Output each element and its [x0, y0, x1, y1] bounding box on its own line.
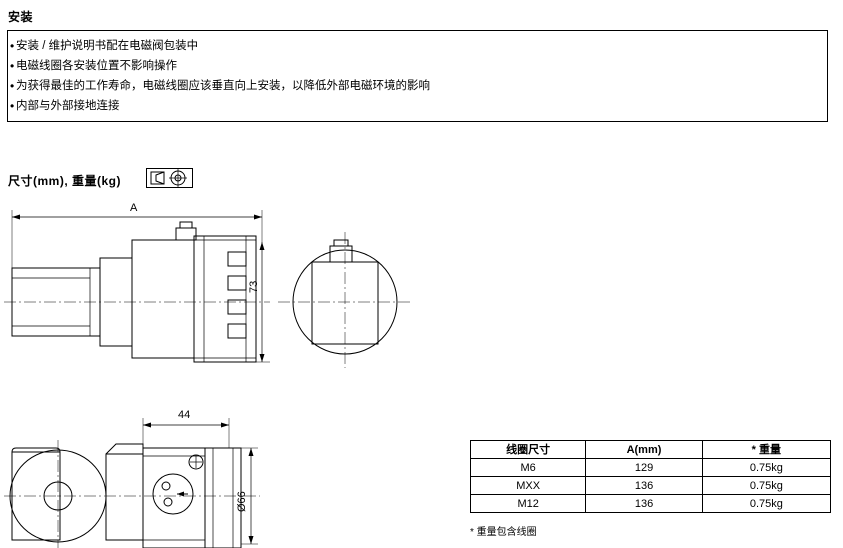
install-notes-box: 安装 / 维护说明书配在电磁阀包装中 电磁线圈各安装位置不影响操作 为获得最佳的… [7, 30, 828, 122]
table-cell: 136 [585, 476, 703, 495]
table-cell: 0.75kg [701, 494, 832, 513]
table-cell: 129 [585, 458, 703, 477]
list-item: 为获得最佳的工作寿命，电磁线圈应该垂直向上安装，以降低外部电磁环境的影响 [8, 76, 827, 96]
table-row: M12 136 0.75kg [469, 494, 832, 513]
table-header-cell: A(mm) [585, 440, 703, 459]
dim-label-diameter-66: Ø66 [236, 491, 248, 512]
dim-label-a: A [130, 202, 138, 214]
dimensions-table: 线圈尺寸 A(mm) * 重量 M6 129 0.75kg MXX 136 0.… [469, 440, 832, 513]
install-section-title: 安装 [8, 10, 34, 24]
install-notes-list: 安装 / 维护说明书配在电磁阀包装中 电磁线圈各安装位置不影响操作 为获得最佳的… [8, 31, 827, 116]
table-footnote: * 重量包含线圈 [470, 527, 537, 538]
first-angle-projection-icon [146, 168, 193, 188]
table-cell: M6 [469, 458, 587, 477]
dim-label-73: 73 [248, 280, 260, 293]
list-item: 安装 / 维护说明书配在电磁阀包装中 [8, 36, 827, 56]
table-header-cell: 线圈尺寸 [469, 440, 587, 459]
list-item: 电磁线圈各安装位置不影响操作 [8, 56, 827, 76]
table-cell: 136 [585, 494, 703, 513]
list-item: 内部与外部接地连接 [8, 96, 827, 116]
dimensions-section-title: 尺寸(mm), 重量(kg) [8, 174, 121, 188]
table-cell: MXX [469, 476, 587, 495]
table-header-row: 线圈尺寸 A(mm) * 重量 [469, 440, 832, 459]
dim-label-44: 44 [178, 409, 191, 421]
table-header-cell: * 重量 [701, 440, 832, 459]
table-cell: 0.75kg [701, 458, 832, 477]
table-row: M6 129 0.75kg [469, 458, 832, 477]
table-row: MXX 136 0.75kg [469, 476, 832, 495]
dimensions-table-wrap: 线圈尺寸 A(mm) * 重量 M6 129 0.75kg MXX 136 0.… [469, 440, 832, 513]
table-cell: 0.75kg [701, 476, 832, 495]
table-cell: M12 [469, 494, 587, 513]
